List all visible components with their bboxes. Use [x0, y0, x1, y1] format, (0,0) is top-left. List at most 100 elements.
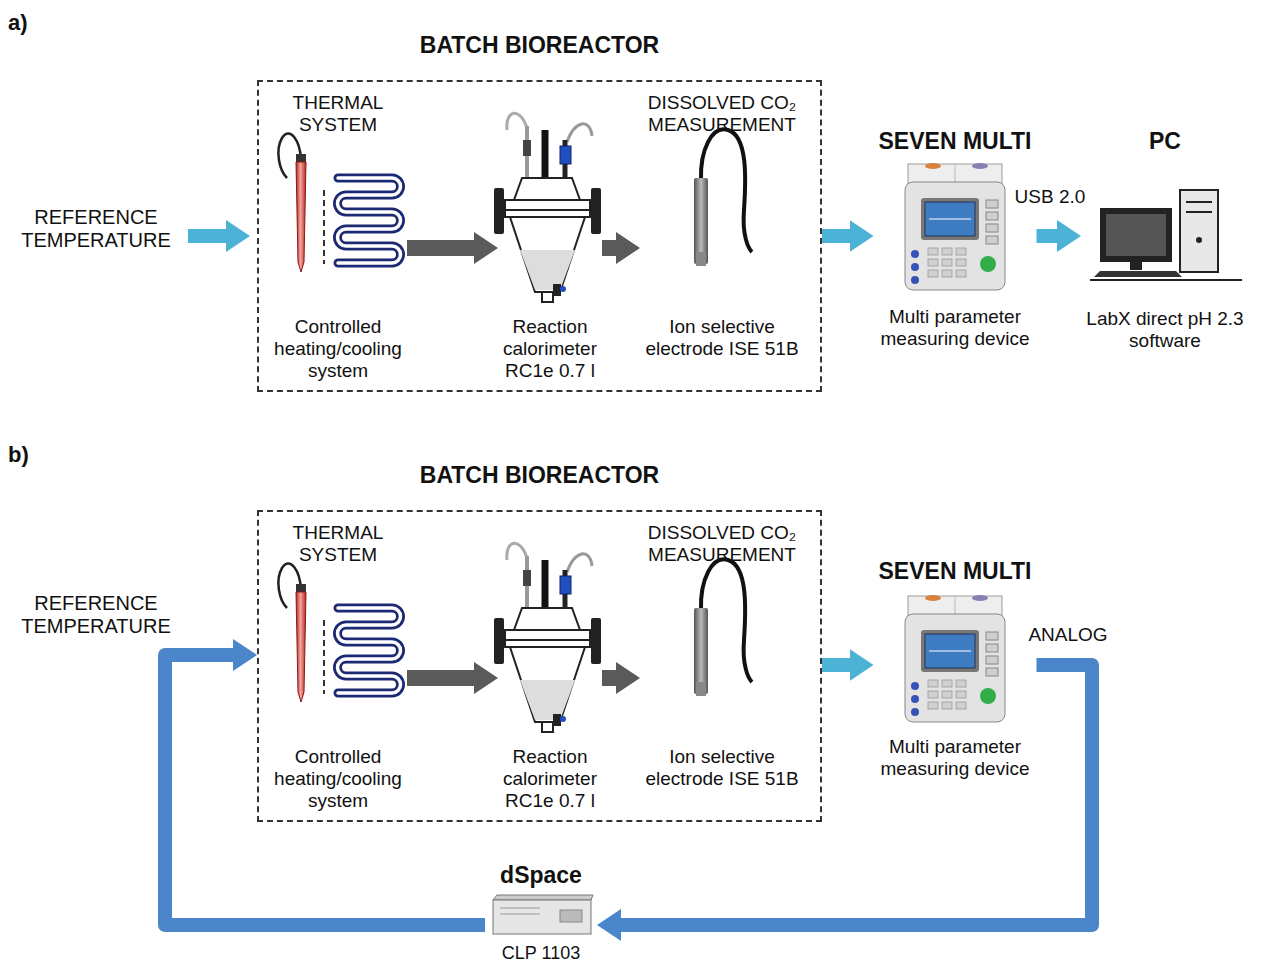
- seven-multi-device: [942, 259, 952, 266]
- input-label: REFERENCE TEMPERATURE: [8, 206, 184, 252]
- dspace-unit: [493, 895, 593, 900]
- device-title: SEVEN MULTI: [874, 558, 1037, 584]
- seven-multi-device: [911, 276, 919, 284]
- component-caption: Ion selective electrode ISE 51B: [640, 316, 804, 386]
- group-title: BATCH BIOREACTOR: [257, 32, 822, 58]
- seven-multi-device: [942, 248, 952, 255]
- calorimeter-vessel: [510, 217, 585, 292]
- component-caption: Controlled heating/cooling system: [269, 746, 407, 816]
- seven-multi-device: [929, 219, 971, 220]
- flow-arrow: [407, 670, 476, 686]
- seven-multi-device: [911, 263, 919, 271]
- dspace-unit: [500, 908, 540, 909]
- calorimeter-vessel: [514, 178, 580, 200]
- pc-icon: [1180, 190, 1218, 272]
- thermometer-probe: [296, 154, 306, 162]
- component-caption: Controlled heating/cooling system: [269, 316, 407, 386]
- pc-icon: [1106, 214, 1166, 256]
- seven-multi-device: [921, 198, 979, 240]
- component-node: dSpaceCLP 1103: [485, 862, 597, 964]
- seven-multi-device: [905, 163, 1005, 290]
- calorimeter-vessel: [553, 284, 561, 296]
- pc-icon: [1130, 262, 1142, 270]
- flow-arrow: [602, 670, 618, 686]
- component-node: THERMAL SYSTEMControlled heating/cooling…: [269, 92, 407, 386]
- process-group: BATCH BIOREACTOR THERMAL SYSTEM Controlled…: [257, 462, 822, 822]
- calorimeter-vessel: [505, 200, 590, 210]
- flow-arrow: [619, 665, 1092, 925]
- component-caption: Reaction calorimeter RC1e 0.7 l: [498, 746, 602, 816]
- bioreactor-illustration: [278, 113, 752, 302]
- component-caption: Multi parameter measuring device: [874, 306, 1037, 352]
- seven-multi-device: [905, 595, 1005, 722]
- pc-icon: [1090, 190, 1242, 280]
- seven-multi-device: [905, 182, 1005, 290]
- seven-multi-device: [956, 259, 966, 266]
- pc-icon: [1090, 279, 1242, 281]
- divider-dashes: [323, 190, 325, 264]
- section-heading: DISSOLVED CO₂ MEASUREMENT: [640, 522, 804, 566]
- seven-multi-device: [925, 163, 941, 169]
- seven-multi-device: [928, 248, 966, 277]
- calorimeter-vessel: [591, 188, 601, 234]
- flow-arrow: [407, 240, 476, 256]
- input-label: REFERENCE TEMPERATURE: [8, 592, 184, 638]
- calorimeter-vessel: [542, 130, 549, 178]
- seven-multi-device: [986, 224, 998, 232]
- flow-arrow: [1037, 229, 1060, 243]
- flow-arrow: [822, 658, 852, 672]
- device-title: PC: [1081, 128, 1249, 154]
- device-title: SEVEN MULTI: [874, 128, 1037, 154]
- section-heading: THERMAL SYSTEM: [269, 522, 407, 566]
- component-caption: Multi parameter measuring device: [874, 736, 1037, 782]
- seven-multi-device: [972, 163, 988, 169]
- signal-label: USB 2.0: [1012, 186, 1089, 208]
- seven-multi-device: [986, 200, 998, 208]
- component-caption: Reaction calorimeter RC1e 0.7 l: [498, 316, 602, 386]
- bioreactor-illustration: [278, 543, 752, 732]
- seven-multi-device: [925, 202, 975, 236]
- pc-icon: [1100, 208, 1172, 262]
- seven-multi-device: [928, 270, 938, 277]
- dspace-unit: [493, 895, 593, 934]
- seven-multi-device: [928, 248, 938, 255]
- signal-label: ANALOG: [1025, 624, 1110, 646]
- calorimeter-vessel: [542, 292, 553, 302]
- calorimeter-vessel: [505, 210, 590, 217]
- component-node: DISSOLVED CO₂ MEASUREMENTIon selective e…: [640, 522, 804, 816]
- heating-coil: [338, 178, 401, 263]
- dspace-unit: [500, 914, 540, 915]
- calorimeter-vessel: [494, 113, 601, 302]
- calorimeter-vessel: [520, 250, 575, 290]
- calorimeter-vessel: [523, 140, 531, 156]
- seven-multi-device: [911, 250, 919, 258]
- pc-icon: [1196, 237, 1202, 243]
- calorimeter-vessel: [507, 113, 527, 130]
- ion-electrode: [696, 252, 706, 266]
- ion-electrode: [694, 178, 708, 264]
- pc-icon: [1094, 271, 1182, 277]
- input-arrow: [188, 229, 228, 243]
- seven-multi-device: [986, 236, 998, 244]
- component-node: SEVEN MULTI Multi parameter measuring dev…: [874, 128, 1037, 352]
- component-node: Reaction calorimeter RC1e 0.7 l: [498, 550, 602, 816]
- seven-multi-device: [956, 270, 966, 277]
- heating-coil: [338, 178, 401, 263]
- component-node: Reaction calorimeter RC1e 0.7 l: [498, 120, 602, 386]
- ion-electrode: [694, 129, 752, 266]
- component-caption: LabX direct pH 2.3 software: [1081, 308, 1249, 354]
- component-node: SEVEN MULTI Multi parameter measuring dev…: [874, 558, 1037, 782]
- pc-icon: [1186, 201, 1212, 203]
- thermometer-probe: [296, 162, 306, 272]
- calorimeter-vessel: [560, 286, 566, 292]
- group-title: BATCH BIOREACTOR: [257, 462, 822, 488]
- seven-multi-device: [942, 270, 952, 277]
- calorimeter-vessel: [560, 146, 571, 164]
- panel-letter: b): [8, 442, 29, 467]
- dspace-unit: [493, 900, 591, 934]
- component-node: THERMAL SYSTEM Controlled heating/cooling…: [269, 522, 407, 816]
- seven-multi-device: [980, 256, 996, 272]
- component-node: PC LabX direct pH 2.3 software: [1081, 128, 1249, 354]
